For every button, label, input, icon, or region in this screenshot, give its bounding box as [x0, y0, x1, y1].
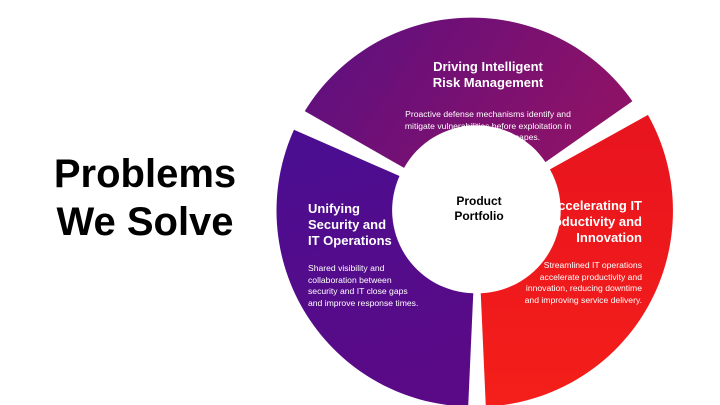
- segment-top-body-line: Proactive defense mechanisms identify an…: [405, 109, 571, 119]
- segment-right-heading-line: Productivity and: [540, 214, 642, 229]
- segment-right-body-line: and improving service delivery.: [524, 294, 642, 305]
- segment-left-body-line: and improve response times.: [308, 297, 419, 308]
- center-label-line-2: Portfolio: [454, 209, 504, 223]
- segment-top-text: Driving Intelligent Risk Management Proa…: [378, 59, 598, 144]
- center-circle: [420, 153, 534, 267]
- segment-left-heading-line: IT Operations: [308, 233, 392, 248]
- segment-top-body-line: mitigate vulnerabilities before exploita…: [404, 120, 572, 131]
- segment-left-text: Unifying Security and IT Operations Shar…: [308, 201, 458, 309]
- segment-right-body: Streamlined IT operations accelerate pro…: [510, 260, 642, 306]
- segment-top-shape: [304, 17, 633, 168]
- segment-left-body: Shared visibility and collaboration betw…: [308, 263, 458, 309]
- segment-right-heading-line: Innovation: [576, 230, 642, 245]
- segment-top-heading: Driving Intelligent Risk Management: [378, 59, 598, 91]
- segment-right-heading-line: Accelerating IT: [548, 198, 642, 213]
- segment-right-body-line: accelerate productivity and: [539, 271, 642, 282]
- segment-top-heading-line: Risk Management: [432, 75, 544, 90]
- segment-left-heading-line: Unifying: [308, 201, 360, 216]
- segment-top-heading-line: Driving Intelligent: [433, 59, 543, 74]
- segment-top-body: Proactive defense mechanisms identify an…: [378, 109, 598, 144]
- title-line-1: Problems: [53, 152, 237, 196]
- slide-title: Problems We Solve: [10, 150, 280, 246]
- segment-right-heading: Accelerating IT Productivity and Innovat…: [510, 198, 642, 246]
- title-line-2: We Solve: [56, 200, 234, 244]
- segment-left-shape: [276, 129, 474, 405]
- segment-right-text: Accelerating IT Productivity and Innovat…: [510, 198, 642, 306]
- segment-left-body-line: security and IT close gaps: [308, 286, 408, 296]
- center-label-line-1: Product: [456, 194, 502, 208]
- segment-left-heading-line: Security and: [308, 217, 387, 232]
- segment-top-body-line: evolving threat landscapes.: [435, 132, 541, 142]
- segment-right-body-line: innovation, reducing downtime: [525, 283, 642, 293]
- segment-left-body-line: collaboration between: [308, 274, 392, 285]
- center-label: Product Portfolio: [422, 194, 536, 224]
- segment-right-shape: [480, 114, 673, 405]
- segment-left-heading: Unifying Security and IT Operations: [308, 201, 458, 249]
- segment-right-body-line: Streamlined IT operations: [543, 260, 642, 270]
- segment-left-body-line: Shared visibility and: [308, 263, 385, 273]
